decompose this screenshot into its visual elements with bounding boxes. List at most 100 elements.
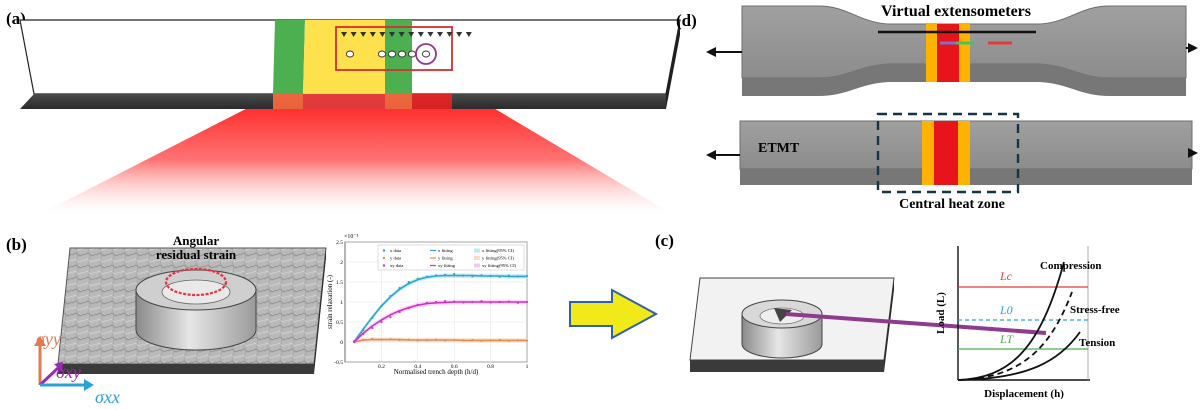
dogbone-specimen: Virtual extensometers — [741, 3, 1187, 96]
fit-line-y — [353, 338, 527, 343]
data-point-xy — [416, 303, 419, 306]
data-point-xy — [444, 300, 447, 303]
legend-entry: y fitting — [438, 256, 453, 261]
trench-icon — [387, 50, 397, 58]
legend-marker — [382, 264, 386, 267]
data-point-y — [380, 338, 383, 341]
data-point-x — [362, 328, 365, 332]
legend-entry: x fitting(95% CI) — [482, 248, 514, 253]
trench-icon — [397, 50, 407, 58]
indent-triangle-icon — [360, 32, 367, 37]
panel-b: (b) Angular residual strain σyy σxy σxx … — [6, 233, 529, 407]
indent-triangle-icon — [456, 32, 463, 37]
bar-side-zone-3 — [385, 94, 412, 109]
curve-label-compression: Compression — [1040, 260, 1102, 272]
trench-icon — [421, 50, 431, 58]
sigma-xx-arrowhead — [84, 379, 94, 391]
curve-label-tension: Tension — [1079, 337, 1115, 349]
data-point-y — [462, 339, 465, 342]
indent-row — [341, 32, 472, 37]
plate-edge — [58, 364, 314, 374]
legend-box — [377, 244, 525, 271]
legend-entry: x fitting — [438, 248, 453, 253]
data-point-xy — [507, 300, 510, 303]
indent-triangle-icon — [465, 32, 472, 37]
data-point-x — [480, 274, 483, 277]
indent-triangle-icon — [398, 32, 405, 37]
data-point-xy — [425, 301, 428, 304]
y-tick-label: 0 — [340, 340, 343, 346]
virtual-extensometers-title: Virtual extensometers — [881, 3, 1031, 20]
plate-end — [314, 248, 326, 374]
sigma-xy-axis — [38, 366, 60, 387]
data-point-xy — [453, 300, 456, 303]
data-point-x — [371, 316, 374, 320]
load-axis-label: Load (L) — [935, 292, 947, 334]
x-tick-label: 1 — [526, 364, 529, 370]
load-displacement-plot: Lc L0 LT Compression Stress-free Tension… — [935, 246, 1120, 400]
data-point-x — [498, 275, 501, 278]
data-point-x — [416, 277, 419, 280]
data-point-y — [498, 338, 501, 342]
panel-d: (d) Virtual extensometers ETMT Central h… — [676, 3, 1198, 212]
data-point-x — [453, 272, 456, 276]
x-tick-label: 0.8 — [487, 364, 494, 370]
data-point-xy — [362, 332, 365, 336]
data-point-x — [407, 280, 410, 284]
zoom-box — [335, 26, 453, 71]
link-line — [785, 312, 1047, 335]
data-point-y — [407, 338, 410, 341]
legend-marker — [474, 256, 480, 260]
data-point-y — [434, 338, 438, 341]
ring-label-line1: Angular — [173, 233, 219, 248]
data-point-x — [425, 275, 428, 278]
legend-marker — [474, 248, 480, 253]
data-point-x — [398, 286, 401, 290]
data-point-x — [525, 274, 529, 278]
legend-marker — [474, 263, 480, 268]
x-tick-label: 0.6 — [451, 364, 458, 370]
indent-plate-edge — [690, 360, 884, 372]
legend-entry: xy data — [390, 263, 403, 268]
panel-a: (a) — [6, 9, 681, 214]
etmt-label: ETMT — [758, 141, 800, 156]
data-point-y — [489, 339, 492, 342]
ci-band-xy — [354, 299, 527, 345]
transition-arrow — [569, 288, 659, 340]
dogbone-heat-core — [937, 24, 959, 82]
stress-free-curve — [957, 291, 1073, 381]
indent-triangle-icon — [369, 32, 376, 37]
tension-curve — [957, 331, 1081, 381]
arrow-left-icon — [706, 47, 716, 57]
indent-plate-end — [884, 278, 894, 372]
fit-line-x — [353, 274, 527, 343]
data-point-xy — [389, 316, 392, 319]
legend-entry: x data — [390, 248, 401, 253]
y-tick-label: -0.5 — [334, 360, 343, 366]
chart-ylabel: strain relaxation (-) — [326, 274, 334, 329]
data-point-y — [525, 339, 529, 342]
data-point-xy — [480, 300, 483, 303]
ring-core — [161, 279, 231, 305]
data-point-xy — [407, 306, 410, 310]
data-point-xy — [462, 301, 465, 304]
data-point-y — [425, 338, 428, 342]
data-point-xy — [353, 340, 356, 344]
data-point-y — [362, 338, 365, 342]
legend-entry: xy fitting — [438, 263, 456, 268]
magnification-fan — [40, 94, 672, 214]
data-point-xy — [371, 326, 374, 330]
data-point-x — [444, 273, 447, 276]
data-point-x — [471, 275, 474, 278]
central-heat-zone-label: Central heat zone — [899, 197, 1005, 212]
data-point-y — [389, 338, 392, 341]
indent-mark-icon — [774, 308, 792, 322]
chart-series — [353, 272, 529, 344]
x-tick-label: 0.4 — [414, 364, 421, 370]
trench-icon — [345, 50, 355, 58]
highlight-circle — [415, 43, 437, 65]
etmt-specimen: ETMT Central heat zone — [739, 112, 1193, 212]
compression-curve — [957, 261, 1065, 381]
